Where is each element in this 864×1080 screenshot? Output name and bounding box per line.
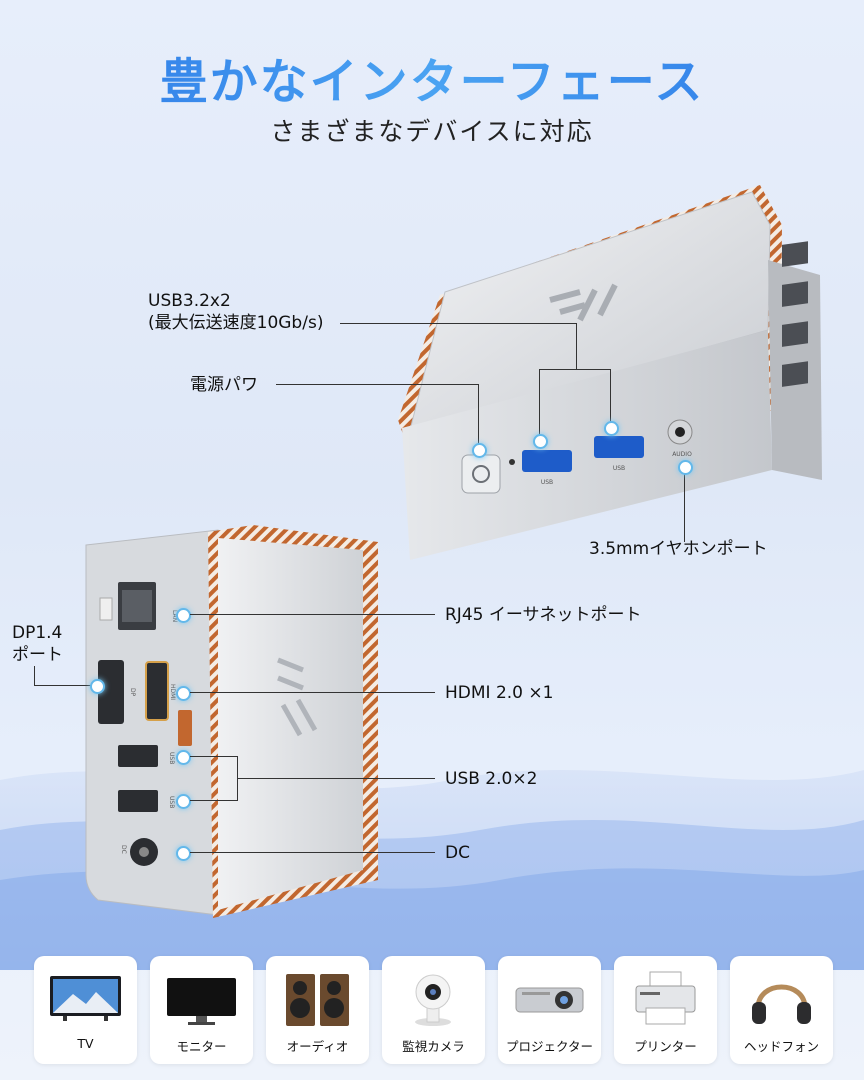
- security-camera-icon: [415, 974, 451, 1026]
- device-card-projector: プロジェクター: [498, 956, 601, 1064]
- device-card-headphones: ヘッドフォン: [730, 956, 833, 1064]
- leader-line: [610, 369, 611, 425]
- usb-port-mark-1: USB: [541, 479, 553, 486]
- leader-line: [190, 692, 435, 693]
- device-card-monitor: モニター: [150, 956, 253, 1064]
- page-title: 豊かなインターフェース: [0, 42, 864, 112]
- monitor-icon: [167, 978, 236, 1025]
- mini-pc-front-view: USB USB AUDIO: [398, 185, 822, 560]
- callout-dot: [176, 750, 191, 765]
- headphones-icon: [752, 984, 811, 1024]
- hdmi-port-mark: HDMI: [169, 684, 176, 700]
- leader-line: [237, 778, 435, 779]
- callout-dp-line1: DP1.4: [12, 623, 63, 643]
- leader-line: [340, 323, 577, 324]
- device-card-audio: オーディオ: [266, 956, 369, 1064]
- leader-line: [34, 685, 94, 686]
- dc-port-mark: DC: [120, 845, 127, 854]
- callout-dot: [176, 846, 191, 861]
- leader-line: [190, 756, 238, 757]
- usb-port-mark-2: USB: [613, 465, 625, 472]
- callout-usb32: USB3.2x2 (最大伝送速度10Gb/s): [148, 290, 323, 334]
- callout-usb32-line1: USB3.2x2: [148, 291, 231, 311]
- device-label-tv: TV: [77, 1036, 94, 1051]
- leader-line: [190, 852, 435, 853]
- leader-line: [190, 614, 435, 615]
- leader-line: [684, 466, 685, 542]
- device-label-monitor: モニター: [176, 1039, 227, 1054]
- lan-port-mark: LAN: [171, 610, 178, 622]
- device-label-projector: プロジェクター: [505, 1039, 593, 1054]
- usb2-port-mark-2: USB: [168, 796, 175, 808]
- audio-port-mark: AUDIO: [672, 451, 692, 458]
- device-card-printer: プリンター: [614, 956, 717, 1064]
- device-card-row: TV モニター オーディオ 監視カメラ プロ: [34, 956, 834, 1064]
- dp-port-mark: DP: [129, 688, 136, 697]
- callout-hdmi: HDMI 2.0 ×1: [445, 683, 554, 703]
- callout-dot: [533, 434, 548, 449]
- callout-rj45: RJ45 イーサネットポート: [445, 605, 642, 625]
- usb2-port-mark-1: USB: [168, 752, 175, 764]
- leader-line: [478, 384, 479, 444]
- callout-power: 電源パワ: [190, 375, 258, 395]
- leader-line: [539, 369, 611, 370]
- leader-line: [276, 384, 479, 385]
- leader-line: [539, 369, 540, 437]
- device-label-camera: 監視カメラ: [402, 1039, 465, 1054]
- callout-dc: DC: [445, 843, 470, 863]
- callout-dp: DP1.4 ポート: [12, 622, 63, 666]
- device-label-headphones: ヘッドフォン: [743, 1039, 819, 1054]
- leader-line: [576, 323, 577, 369]
- callout-dot: [472, 443, 487, 458]
- callout-dot: [604, 421, 619, 436]
- callout-audio: 3.5mmイヤホンポート: [589, 539, 768, 559]
- page-subtitle: さまざまなデバイスに対応: [270, 117, 594, 146]
- device-card-tv: TV: [34, 956, 137, 1064]
- callout-dot: [176, 794, 191, 809]
- callout-dot: [176, 608, 191, 623]
- device-label-audio: オーディオ: [286, 1039, 349, 1054]
- callout-usb20: USB 2.0×2: [445, 769, 538, 789]
- speakers-icon: [286, 974, 349, 1026]
- device-label-printer: プリンター: [634, 1039, 697, 1054]
- callout-dot: [678, 460, 693, 475]
- leader-line: [190, 800, 238, 801]
- callout-usb32-line2: (最大伝送速度10Gb/s): [148, 313, 324, 333]
- device-card-camera: 監視カメラ: [382, 956, 485, 1064]
- callout-dp-line2: ポート: [12, 645, 63, 665]
- mini-pc-back-view: LAN DP HDMI USB USB DC: [85, 525, 378, 918]
- leader-line: [34, 666, 35, 686]
- printer-icon: [635, 971, 696, 1025]
- projector-icon: [515, 987, 584, 1013]
- tv-icon: [50, 976, 121, 1021]
- callout-dot: [90, 679, 105, 694]
- callout-dot: [176, 686, 191, 701]
